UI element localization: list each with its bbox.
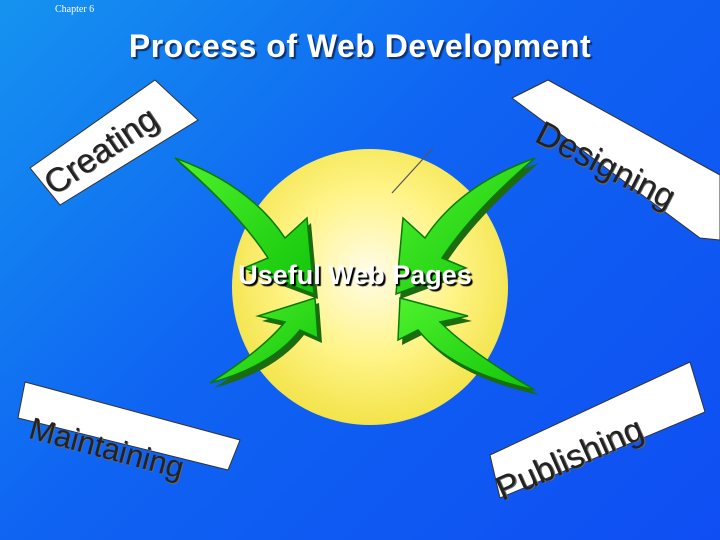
chapter-label: Chapter 6 bbox=[55, 4, 95, 15]
arrow-bottom-left bbox=[209, 296, 322, 388]
publishing-card bbox=[489, 361, 706, 499]
sun-crack bbox=[391, 147, 434, 194]
creating-card bbox=[29, 79, 199, 206]
arrow-top-right bbox=[395, 157, 539, 299]
maintaining-card bbox=[17, 381, 241, 471]
arrow-top-left bbox=[174, 157, 318, 299]
center-label: Useful Web Pages bbox=[238, 260, 472, 290]
slide-title: Process of Web Development bbox=[128, 28, 592, 64]
sun-circle bbox=[232, 149, 508, 425]
designing-card bbox=[511, 79, 720, 241]
arrow-bottom-right bbox=[397, 297, 539, 395]
